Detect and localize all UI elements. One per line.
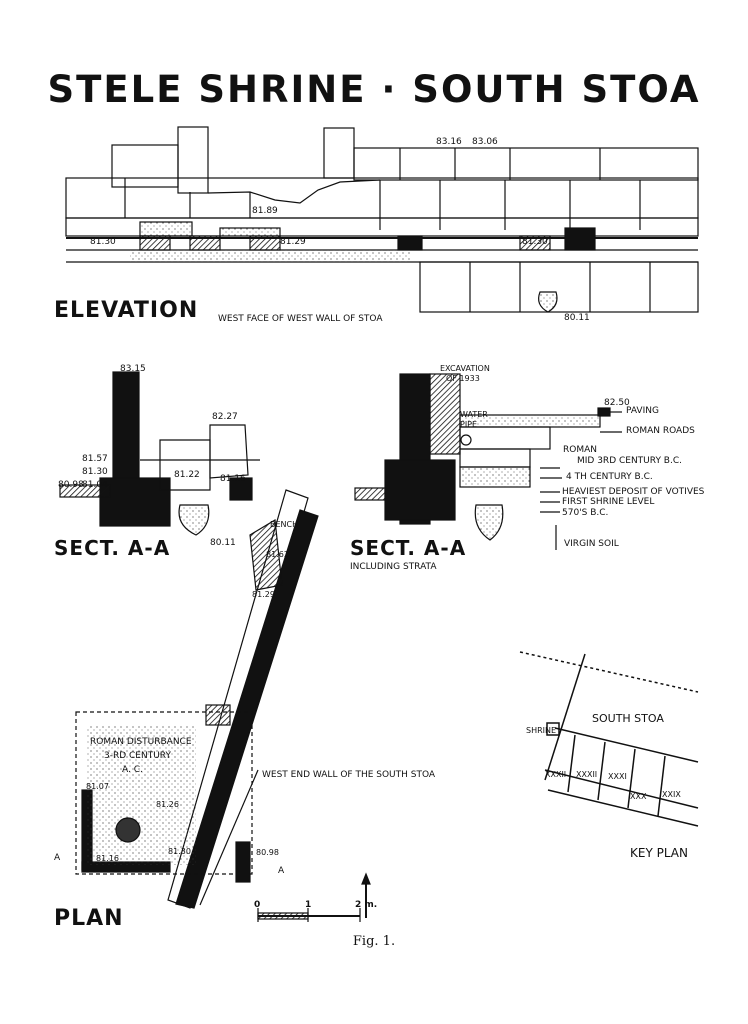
roman-disturbance-label: ROMAN DISTURBANCE	[90, 737, 192, 747]
roman-century-label: 3-RD CENTURY	[104, 751, 171, 761]
key-plan-shrine: SHRINE	[526, 726, 557, 735]
plan-level-5: 81.16	[96, 854, 119, 863]
elevation-drawing	[65, 126, 699, 313]
water-label: WATER	[460, 410, 488, 419]
stratum-570s: 570'S B.C.	[562, 508, 609, 518]
scale-1: 1	[305, 900, 312, 910]
plan-level-6: 81.30	[168, 847, 191, 856]
west-end-wall-label: WEST END WALL OF THE SOUTH STOA	[262, 770, 436, 780]
key-plan-room-2: XXXII	[576, 770, 598, 779]
section-left-level-8: 81.16	[220, 474, 246, 484]
plan-level-3: 81.07	[86, 782, 109, 791]
key-plan-stoa: SOUTH STOA	[592, 712, 664, 725]
section-left-level-3: 81.57	[82, 454, 108, 464]
section-right-drawing	[354, 373, 622, 550]
plan-level-4: 81.26	[156, 800, 179, 809]
elevation-caption: WEST FACE OF WEST WALL OF STOA	[218, 314, 383, 324]
figure-caption: Fig. 1.	[352, 934, 396, 949]
section-right-subheading: INCLUDING STRATA	[350, 562, 437, 572]
stratum-roman-roads: ROMAN ROADS	[626, 426, 695, 436]
scale-2: 2 m.	[355, 900, 378, 910]
stratum-mid-3rd: MID 3RD CENTURY B.C.	[577, 456, 682, 466]
section-left-drawing	[59, 371, 260, 536]
excavation-label: EXCAVATION	[440, 364, 490, 373]
plan-drawing	[75, 489, 371, 922]
pipe-label: PIPE	[460, 420, 478, 429]
stratum-virgin-soil: VIRGIN SOIL	[564, 539, 619, 549]
key-plan-room-3: XXXI	[608, 772, 627, 781]
elevation-level-7: 80.11	[564, 313, 590, 323]
scale-0: 0	[254, 900, 261, 910]
section-right-level: 82.50	[604, 398, 630, 408]
section-left-heading: SECT. A-A	[54, 536, 171, 560]
plan-level-1: 81.62	[266, 550, 289, 559]
section-right-heading: SECT. A-A	[350, 536, 467, 560]
section-left-level-2: 82.27	[212, 412, 238, 422]
elevation-level-6: 81.30	[522, 237, 548, 247]
stratum-first-shrine: FIRST SHRINE LEVEL	[562, 497, 655, 507]
drawing-title: STELE SHRINE · SOUTH STOA	[47, 68, 701, 111]
key-plan-heading: KEY PLAN	[630, 846, 688, 860]
elevation-level-5: 81.29	[280, 237, 306, 247]
section-left-level-6: 81.04	[82, 480, 108, 490]
elevation-heading: ELEVATION	[54, 298, 199, 323]
elevation-level-1: 83.16	[436, 137, 462, 147]
stratum-roman: ROMAN	[563, 445, 597, 455]
key-plan-drawing	[519, 651, 699, 827]
elevation-level-4: 81.30	[90, 237, 116, 247]
section-marker-right: A	[278, 866, 285, 876]
stratum-paving: PAVING	[626, 406, 659, 416]
section-left-level-9: 80.11	[210, 538, 236, 548]
plan-heading: PLAN	[54, 906, 124, 931]
key-plan-room-1: XXXII	[545, 770, 567, 779]
section-left-level-5: 80.98	[58, 480, 84, 490]
section-left-level-1: 83.15	[120, 364, 146, 374]
key-plan-room-4: XXX	[630, 792, 647, 801]
plan-level-7: 80.98	[256, 848, 279, 857]
section-left-level-4: 81.30	[82, 467, 108, 477]
plan-level-2: 81.29	[252, 590, 275, 599]
bench-label: BENCH	[270, 520, 299, 529]
section-marker-left: A	[54, 853, 61, 863]
roman-ac-label: A. C.	[122, 765, 143, 775]
key-plan-room-5: XXIX	[662, 790, 681, 799]
elevation-level-3: 81.89	[252, 206, 278, 216]
stratum-4th: 4 TH CENTURY B.C.	[566, 472, 653, 482]
stratum-votives: HEAVIEST DEPOSIT OF VOTIVES	[562, 487, 705, 497]
elevation-level-2: 83.06	[472, 137, 498, 147]
excavation-year: OF 1933	[446, 374, 480, 383]
section-left-level-7: 81.22	[174, 470, 200, 480]
